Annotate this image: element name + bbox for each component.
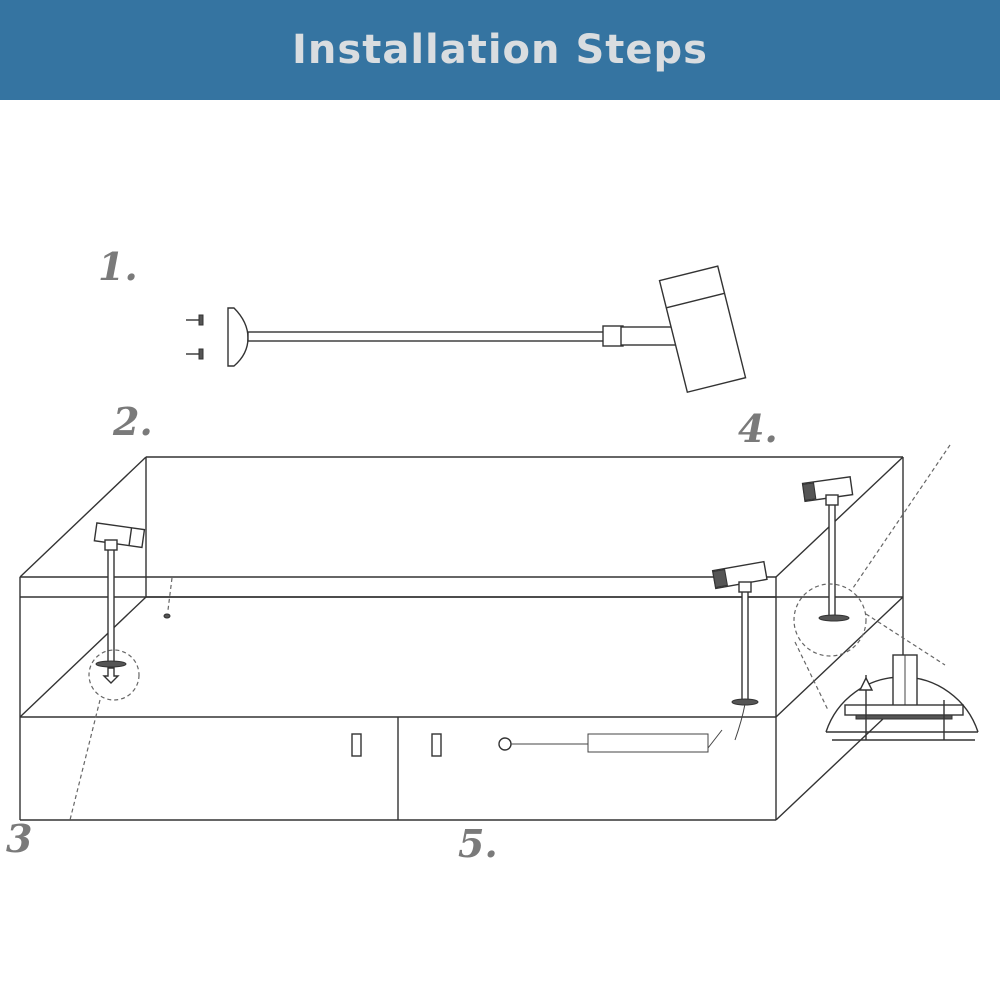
display-cabinet [19,456,904,821]
detail-circle [793,583,867,657]
step-2-label: 2. [112,399,153,444]
lamp-pole [247,331,605,342]
detail-circle [88,649,140,701]
step-1-lamp-assembly [186,265,747,394]
step-1-label: 1. [98,244,138,289]
down-arrow-icon [102,667,120,684]
screw-icon [858,675,874,740]
step-4-label: 4. [738,406,778,451]
drill-hole-marker [163,577,173,619]
door-handle [431,733,442,757]
page-title: Installation Steps [292,27,708,73]
screw-icon [186,314,204,326]
zoom-detail [825,654,979,741]
lamp-connector [602,325,624,347]
step-3-label: 3 [6,816,32,861]
header-bar: Installation Steps [0,0,1000,100]
back-lamp [793,444,951,711]
installation-diagram: 1. 2. 3 4. 5. [6,244,979,866]
lamp-head [658,265,747,394]
step-5-label: 5. [458,821,498,866]
power-wiring [498,729,723,753]
door-handle [351,733,362,757]
left-lamp [69,522,146,821]
screw-icon [186,348,204,360]
lamp-base-plate [227,307,249,367]
lamp-joint [620,326,678,346]
switch-icon [498,737,512,751]
shelf-lamp [711,560,768,741]
